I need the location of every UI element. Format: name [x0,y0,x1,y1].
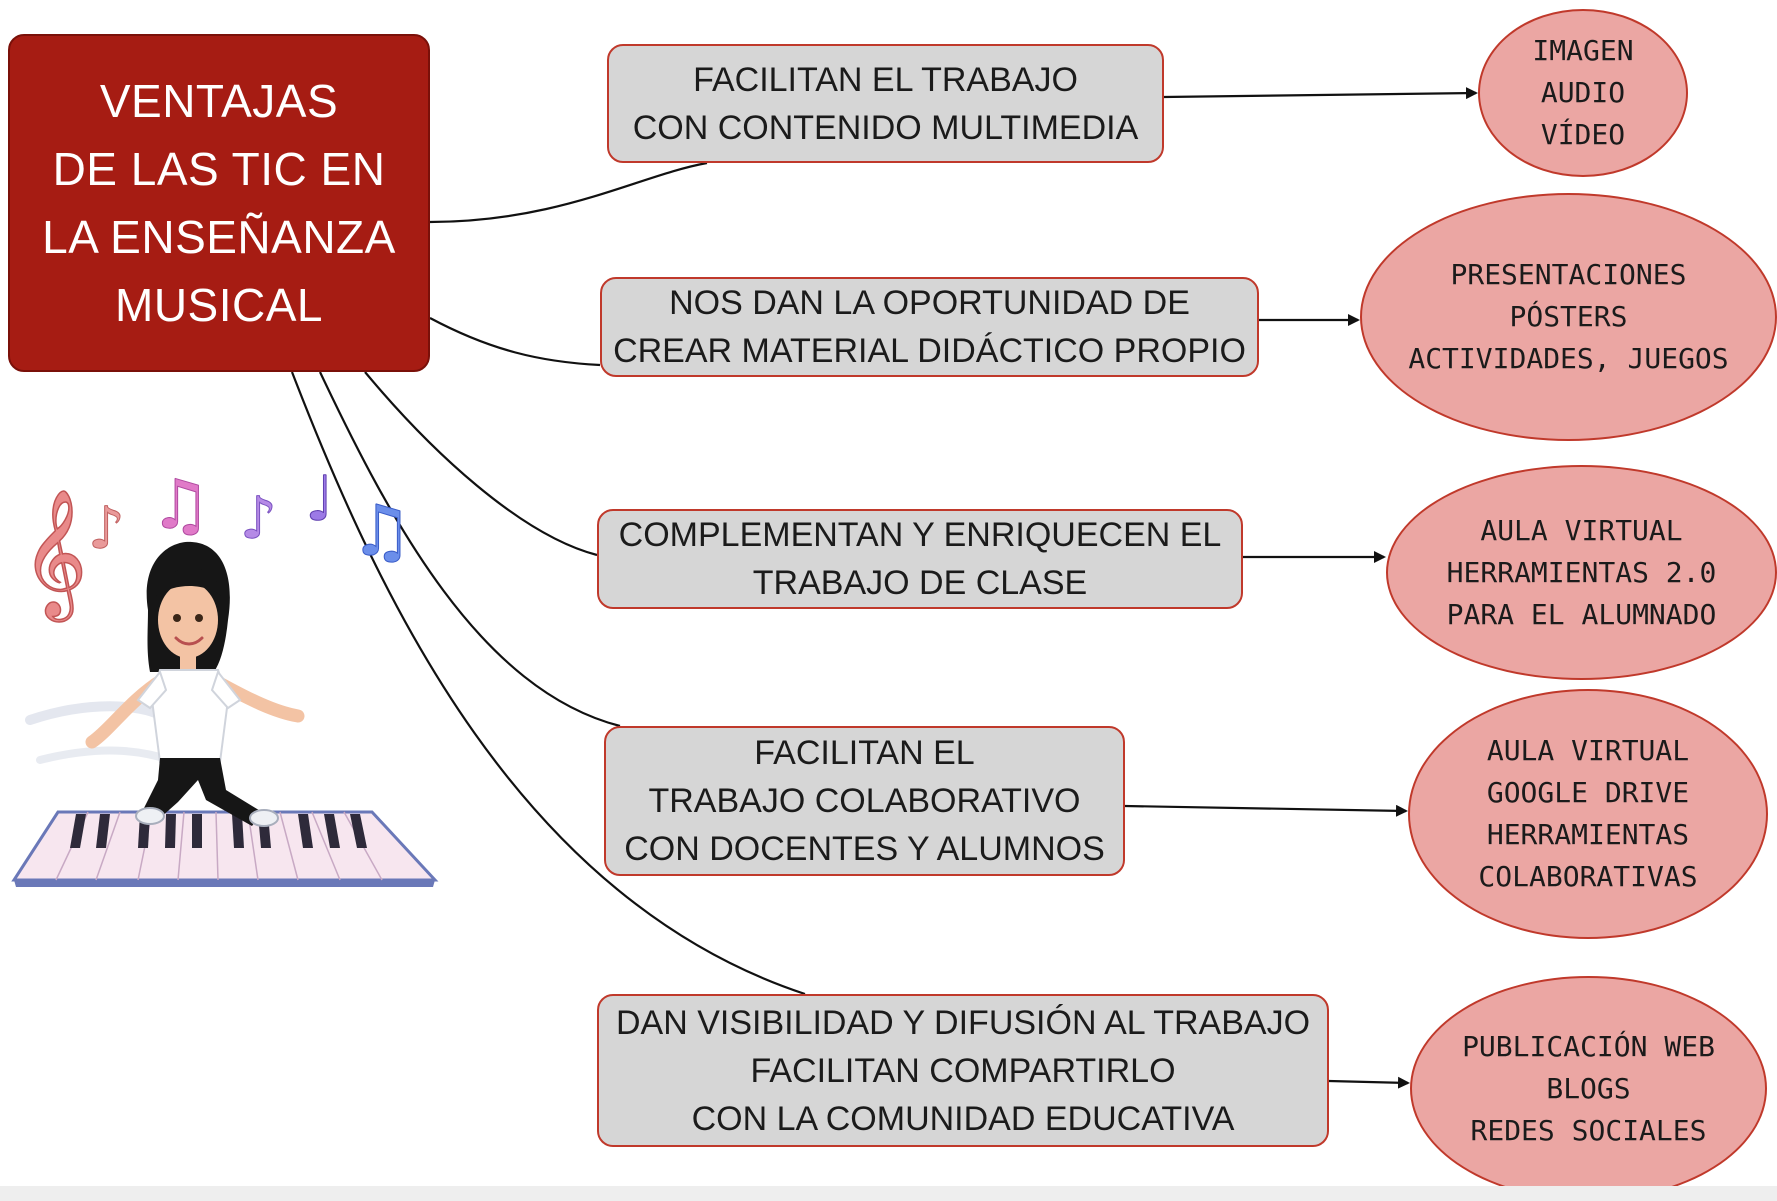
arrow-advantage-4-example-4 [1124,804,1408,817]
example-ellipse-publication: PUBLICACIÓN WEB BLOGS REDES SOCIALES [1410,976,1767,1201]
example-line: BLOGS [1546,1071,1631,1105]
example-ellipse-presentations: PRESENTACIONES PÓSTERS ACTIVIDADES, JUEG… [1360,193,1777,441]
example-line: PUBLICACIÓN WEB [1462,1029,1715,1063]
advantage-box-visibility: DAN VISIBILIDAD Y DIFUSIÓN AL TRABAJO FA… [597,994,1329,1147]
connector-main-advantage-2 [429,317,601,367]
arrow-advantage-5-example-5 [1328,1076,1410,1089]
piano-keyboard-icon [11,810,439,887]
main-topic-line: DE LAS TIC EN [52,143,386,195]
example-line: PARA EL ALUMNADO [1446,597,1717,631]
treble-clef-icon: 𝄞 [22,488,87,622]
example-line: COLABORATIVAS [1478,860,1698,893]
arrow-advantage-1-example-1 [1163,87,1478,100]
eighth-note-icon: ♪ [240,484,277,552]
example-ellipse-media: IMAGEN AUDIO VÍDEO [1478,9,1688,177]
example-line: HERRAMIENTAS [1486,818,1690,851]
example-line: VÍDEO [1540,118,1626,151]
advantage-line: CON LA COMUNIDAD EDUCATIVA [691,1099,1235,1138]
example-line: HERRAMIENTAS 2.0 [1446,555,1717,589]
advantage-box-multimedia: FACILITAN EL TRABAJO CON CONTENIDO MULTI… [607,44,1164,163]
advantage-line: DAN VISIBILIDAD Y DIFUSIÓN AL TRABAJO [615,1003,1311,1042]
advantage-line: TRABAJO COLABORATIVO [648,782,1081,820]
eighth-note-icon: ♪ [88,494,125,562]
main-topic-line: MUSICAL [115,279,323,331]
example-line: AUDIO [1540,76,1626,109]
advantage-box-collaborative: FACILITAN EL TRABAJO COLABORATIVO CON DO… [604,726,1125,876]
example-line: IMAGEN [1532,34,1634,67]
dancing-avatar-icon [25,541,305,827]
example-ellipse-collaborative-tools: AULA VIRTUAL GOOGLE DRIVE HERRAMIENTAS C… [1408,689,1768,939]
advantage-box-enrich: COMPLEMENTAN Y ENRIQUECEN EL TRABAJO DE … [597,509,1243,609]
advantage-line: CON CONTENIDO MULTIMEDIA [632,108,1139,147]
connector-main-advantage-3 [364,371,598,557]
example-line: AULA VIRTUAL [1480,513,1683,547]
example-line: ACTIVIDADES, JUEGOS [1408,342,1729,375]
advantage-box-material: NOS DAN LA OPORTUNIDAD DE CREAR MATERIAL… [600,277,1259,377]
bottom-strip [0,1186,1777,1201]
advantage-line: FACILITAN EL [754,734,975,772]
example-line: AULA VIRTUAL [1486,734,1690,767]
advantage-line: TRABAJO DE CLASE [752,564,1088,602]
example-line: PÓSTERS [1509,300,1628,333]
connector-main-advantage-4 [319,371,621,728]
beamed-notes-icon: ♫ [350,490,413,572]
advantage-line: NOS DAN LA OPORTUNIDAD DE [669,284,1190,322]
example-line: PRESENTACIONES [1450,258,1687,291]
connector-main-advantage-5 [290,371,806,996]
advantage-line: CON DOCENTES Y ALUMNOS [624,830,1105,868]
main-topic-line: LA ENSEÑANZA [42,211,396,263]
beamed-notes-icon: ♫ [150,466,211,545]
example-ellipse-virtual-classroom: AULA VIRTUAL HERRAMIENTAS 2.0 PARA EL AL… [1386,465,1777,680]
advantage-line: COMPLEMENTAN Y ENRIQUECEN EL [618,516,1222,554]
main-topic-box: VENTAJAS DE LAS TIC EN LA ENSEÑANZA MUSI… [8,34,430,372]
music-notes-icon: 𝄞 ♪ ♫ ♪ ♩ ♫ [21,462,413,623]
connector-main-advantage-1 [429,161,708,224]
main-topic-line: VENTAJAS [99,75,339,127]
example-line: REDES SOCIALES [1470,1113,1707,1147]
advantage-line: FACILITAN COMPARTIRLO [750,1051,1176,1090]
advantage-line: CREAR MATERIAL DIDÁCTICO PROPIO [613,332,1246,370]
advantage-line: FACILITAN EL TRABAJO [693,60,1078,99]
example-line: GOOGLE DRIVE [1486,776,1690,809]
quarter-note-icon: ♩ [305,462,334,535]
main-topic-text: VENTAJAS DE LAS TIC EN LA ENSEÑANZA MUSI… [42,67,396,339]
